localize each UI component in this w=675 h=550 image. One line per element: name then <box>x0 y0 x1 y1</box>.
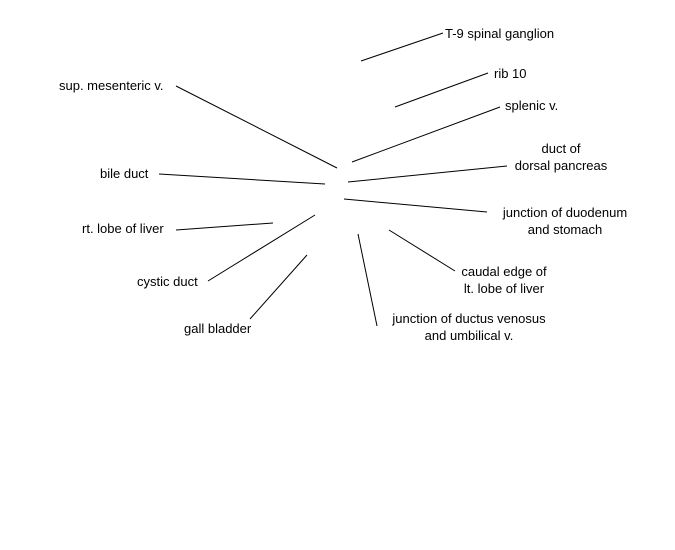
leader-junction-ductus-venosus <box>357 233 378 327</box>
leader-splenic-v <box>351 106 501 163</box>
label-t9-spinal-ganglion: T-9 spinal ganglion <box>445 26 555 41</box>
label-gall-bladder: gall bladder <box>184 321 252 336</box>
leader-sup-mesenteric-v <box>175 85 338 169</box>
label-sup-mesenteric-v: sup. mesenteric v. <box>59 78 164 93</box>
leader-bile-duct <box>158 173 326 185</box>
label-junction-duodenum-stomach: junction of duodenum and stomach <box>502 205 628 237</box>
label-cystic-duct: cystic duct <box>137 274 198 289</box>
label-splenic-v: splenic v. <box>505 98 559 113</box>
leader-gall-bladder <box>249 254 308 320</box>
label-junction-ductus-venosus-umbilical: junction of ductus venosus and umbilical… <box>392 311 546 343</box>
label-caudal-edge-lt-lobe-liver: caudal edge of lt. lobe of liver <box>461 264 547 296</box>
leader-cystic-duct <box>207 214 316 282</box>
leader-rib-10 <box>394 72 489 108</box>
label-duct-of-dorsal-pancreas: duct of dorsal pancreas <box>514 141 608 173</box>
label-rt-lobe-of-liver: rt. lobe of liver <box>82 221 164 236</box>
leader-rt-lobe-liver <box>175 222 274 231</box>
leader-duct-of-dorsal-pancreas <box>347 165 508 183</box>
label-rib-10: rib 10 <box>494 66 527 81</box>
leader-junction-duodenum-stomach <box>343 198 488 213</box>
leader-t9-spinal-ganglion <box>360 32 444 62</box>
leader-caudal-edge-lt-lobe-liver <box>388 229 456 272</box>
label-bile-duct: bile duct <box>100 166 149 181</box>
